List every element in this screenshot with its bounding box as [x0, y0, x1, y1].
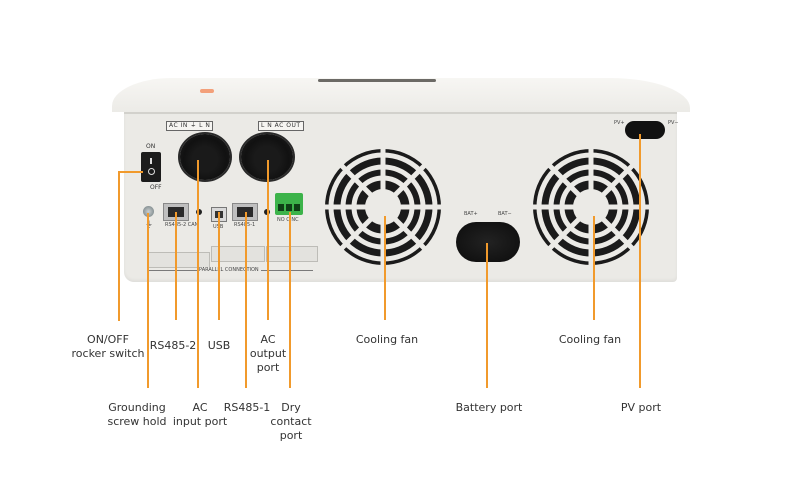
- callout-battery-label: Battery port: [455, 401, 523, 414]
- lid-logo: [200, 89, 214, 93]
- dry-contact-terminal: [275, 193, 303, 215]
- callout-line-usb: [218, 212, 220, 320]
- parallel-slot-2: [211, 246, 265, 262]
- bat-pos-label: BAT+: [464, 211, 478, 217]
- callout-usb-label: USB: [207, 339, 231, 352]
- parallel-connection-label: PARALLEL CONNECTION: [197, 267, 261, 273]
- parallel-slot-3: [266, 246, 318, 262]
- ac-input-gland: [180, 134, 230, 180]
- callout-line-ac-output: [267, 160, 269, 320]
- top-lid: [112, 78, 690, 112]
- callout-rs485-2-label: RS485-2: [149, 339, 197, 352]
- callout-onoff-label: ON/OFF rocker switch: [71, 333, 145, 360]
- pv-neg-label: PV−: [668, 120, 679, 126]
- pv-gland: [625, 121, 665, 139]
- callout-line-ac-input: [197, 160, 199, 388]
- callout-ac-output-label: AC output port: [249, 333, 287, 374]
- callout-pv-label: PV port: [620, 401, 662, 414]
- callout-line-rs485-2: [175, 212, 177, 320]
- callout-line-battery: [486, 243, 488, 388]
- callout-cooling-fan-1-label: Cooling fan: [355, 333, 419, 346]
- callout-dry-contact-label: Dry contact port: [270, 401, 312, 442]
- screw-hole: [196, 209, 202, 215]
- callout-line-grounding: [147, 213, 149, 388]
- lid-display: [318, 79, 436, 82]
- callout-rs485-1-label: RS485-1: [223, 401, 271, 414]
- grounding-screw: [143, 206, 154, 217]
- rs485-2-label: RS485-2 CAN: [165, 222, 199, 228]
- ac-out-label: L N AC OUT: [258, 121, 304, 131]
- bat-neg-label: BAT−: [498, 211, 512, 217]
- pv-pos-label: PV+: [614, 120, 625, 126]
- cooling-fan-1: [318, 144, 448, 270]
- rs485-1-label: RS485-1: [234, 222, 255, 228]
- switch-on-label: ON: [146, 143, 156, 150]
- cooling-fan-2: [526, 144, 656, 270]
- parallel-slot-1: [148, 252, 210, 268]
- dry-contact-label: NO C NC: [277, 217, 299, 223]
- callout-line-rs485-1: [245, 212, 247, 388]
- ac-in-label: AC IN ⏚ L N: [166, 121, 214, 131]
- callout-line-onoff-h: [118, 171, 143, 173]
- callout-cooling-fan-2-label: Cooling fan: [558, 333, 622, 346]
- rocker-switch[interactable]: [141, 152, 161, 182]
- callout-line-dry-contact: [289, 212, 291, 388]
- callout-ac-input-label: AC input port: [172, 401, 228, 428]
- callout-line-cooling-fan-2: [593, 216, 595, 320]
- switch-off-label: OFF: [150, 184, 162, 191]
- ground-symbol-icon: ⏚: [145, 220, 153, 229]
- battery-gland: [456, 222, 520, 262]
- callout-line-cooling-fan-1: [384, 216, 386, 320]
- callout-grounding-label: Grounding screw hold: [107, 401, 167, 428]
- callout-line-pv: [639, 134, 641, 388]
- callout-line-onoff: [118, 171, 120, 321]
